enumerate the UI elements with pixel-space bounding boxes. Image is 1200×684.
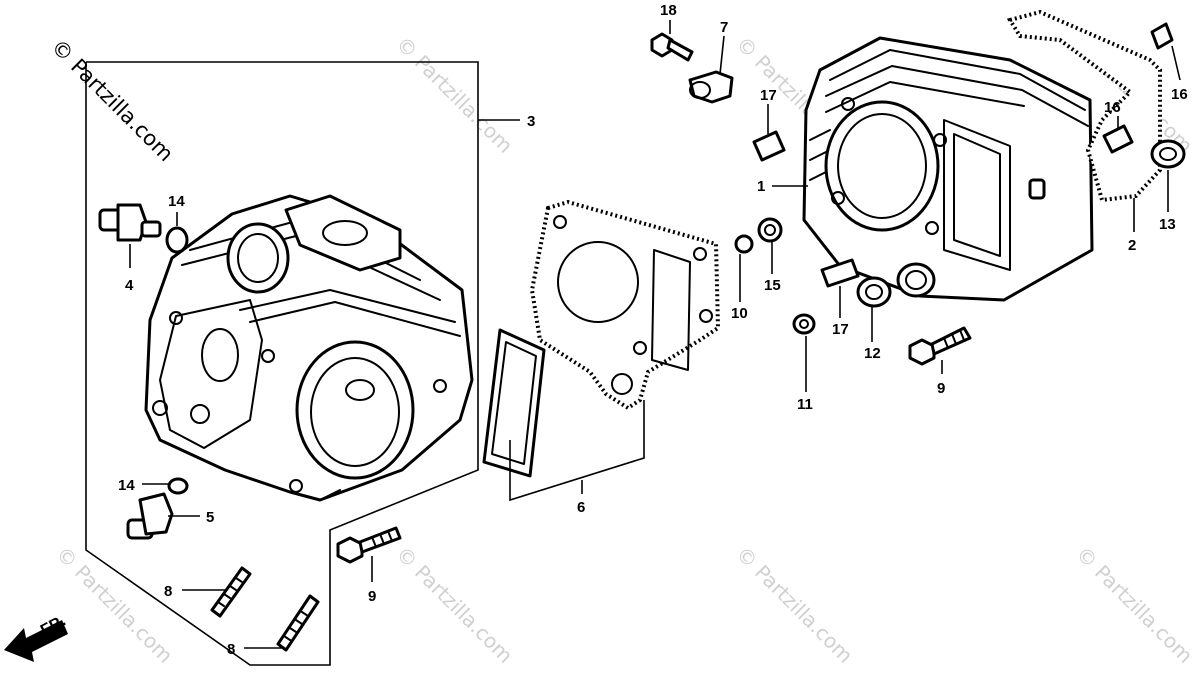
part-14-oring-upper bbox=[165, 226, 189, 254]
part-9-bolt-upper bbox=[908, 326, 972, 366]
gasket-hole bbox=[633, 341, 647, 355]
part-11-washer-inner bbox=[799, 319, 809, 329]
watermark: © Partzilla.com bbox=[51, 542, 177, 668]
callout-6: 6 bbox=[577, 499, 585, 516]
gasket-bracket bbox=[509, 400, 645, 502]
part-13-oring-inner bbox=[1159, 147, 1177, 161]
callout-11: 11 bbox=[797, 396, 813, 413]
callout-2: 2 bbox=[1128, 237, 1136, 254]
watermark: © Partzilla.com bbox=[731, 542, 857, 668]
gasket-hole bbox=[693, 247, 707, 261]
callout-5: 5 bbox=[206, 509, 214, 526]
callout-16-upper: 16 bbox=[1171, 86, 1188, 103]
front-direction-marker: FR. bbox=[4, 612, 69, 662]
part-13-oring bbox=[1150, 139, 1186, 169]
part-17-dowel-lower bbox=[820, 258, 860, 288]
watermark: © Partzilla.com bbox=[1071, 542, 1197, 668]
callout-9-upper: 9 bbox=[937, 380, 945, 397]
callout-14-lower: 14 bbox=[118, 477, 135, 494]
callout-17-upper: 17 bbox=[760, 87, 777, 104]
part-15-nut bbox=[757, 217, 783, 243]
callout-12: 12 bbox=[864, 345, 881, 362]
callout-10: 10 bbox=[731, 305, 748, 322]
callout-17-lower: 17 bbox=[832, 321, 849, 338]
part-4-fitting bbox=[98, 203, 162, 242]
part-15-nut-inner bbox=[764, 224, 776, 236]
callout-labels: 1 2 3 4 5 6 7 8 8 9 9 10 11 12 13 14 14 … bbox=[118, 2, 1188, 658]
callout-13: 13 bbox=[1159, 216, 1176, 233]
callout-18: 18 bbox=[660, 2, 677, 19]
part-2-base-gasket bbox=[1006, 9, 1162, 203]
gasket-bore bbox=[557, 241, 639, 323]
gasket-hole bbox=[611, 373, 633, 395]
part-6-head-gasket bbox=[529, 199, 721, 411]
part-18-bolt bbox=[650, 32, 694, 62]
callout-9-lower: 9 bbox=[368, 588, 376, 605]
part-11-washer bbox=[792, 313, 816, 335]
watermark: © Partzilla.com bbox=[391, 542, 517, 668]
part-7-clamp bbox=[688, 70, 734, 104]
gasket-hole bbox=[699, 309, 713, 323]
callout-1: 1 bbox=[757, 178, 765, 195]
leader-7 bbox=[719, 35, 725, 75]
part-9-bolt-lower bbox=[336, 526, 402, 564]
callout-14-upper: 14 bbox=[168, 193, 185, 210]
leader-16-upper bbox=[1171, 45, 1181, 81]
part-12-seal-inner bbox=[865, 284, 883, 300]
callout-8-lower: 8 bbox=[227, 641, 235, 658]
callout-7: 7 bbox=[720, 19, 728, 36]
callout-16-lower: 16 bbox=[1104, 99, 1121, 116]
watermark: © Partzilla.com bbox=[391, 32, 517, 158]
callout-4: 4 bbox=[125, 277, 134, 294]
rubber-seal-inner bbox=[491, 341, 537, 465]
callout-15: 15 bbox=[764, 277, 781, 294]
part-12-seal bbox=[856, 276, 892, 308]
rubber-seal bbox=[482, 328, 546, 478]
watermark-corner: © Partzilla.com bbox=[46, 35, 178, 167]
part-5-fitting bbox=[126, 492, 174, 540]
cylinder-block bbox=[802, 36, 1094, 302]
cylinder-head bbox=[144, 194, 474, 502]
part-16-dowel-lower bbox=[1102, 124, 1134, 154]
front-arrow-icon bbox=[4, 620, 68, 662]
part-16-dowel-upper bbox=[1150, 22, 1174, 50]
part-8-stud-lower bbox=[276, 594, 320, 652]
gasket-hole bbox=[553, 215, 567, 229]
part-10-washer bbox=[734, 234, 754, 254]
callout-8-upper: 8 bbox=[164, 583, 172, 600]
callout-3: 3 bbox=[527, 113, 535, 130]
head-assembly-bracket bbox=[85, 61, 479, 666]
gasket-port bbox=[651, 249, 691, 371]
part-17-dowel-upper bbox=[752, 130, 786, 162]
part-14-oring-lower bbox=[167, 477, 189, 495]
part-8-stud-upper bbox=[210, 566, 252, 618]
